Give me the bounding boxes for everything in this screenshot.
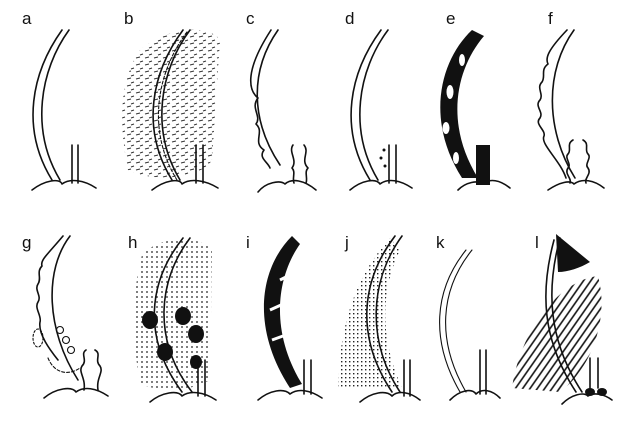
panel-label: k: [436, 233, 445, 252]
panel-label: l: [535, 233, 539, 252]
panel-label: j: [344, 233, 349, 252]
panel-label: i: [246, 233, 250, 252]
panel-label: a: [22, 9, 32, 28]
panel-a: a: [22, 9, 96, 190]
panel-k: k: [436, 233, 500, 400]
panel-i: i: [246, 233, 322, 400]
panel-d: d: [345, 9, 412, 190]
panel-label: e: [446, 9, 455, 28]
panel-l: l: [512, 233, 612, 404]
panel-h: h: [128, 233, 216, 402]
panel-b: b: [122, 9, 220, 190]
panel-c: c: [246, 9, 316, 192]
panel-label: h: [128, 233, 137, 252]
panel-g: g: [22, 233, 108, 398]
panel-label: d: [345, 9, 354, 28]
panel-f: f: [538, 9, 604, 190]
panel-label: f: [548, 9, 553, 28]
panel-label: c: [246, 9, 255, 28]
panel-label: b: [124, 9, 133, 28]
panel-j: j: [338, 233, 420, 402]
panel-e: e: [440, 9, 510, 190]
panel-label: g: [22, 233, 31, 252]
